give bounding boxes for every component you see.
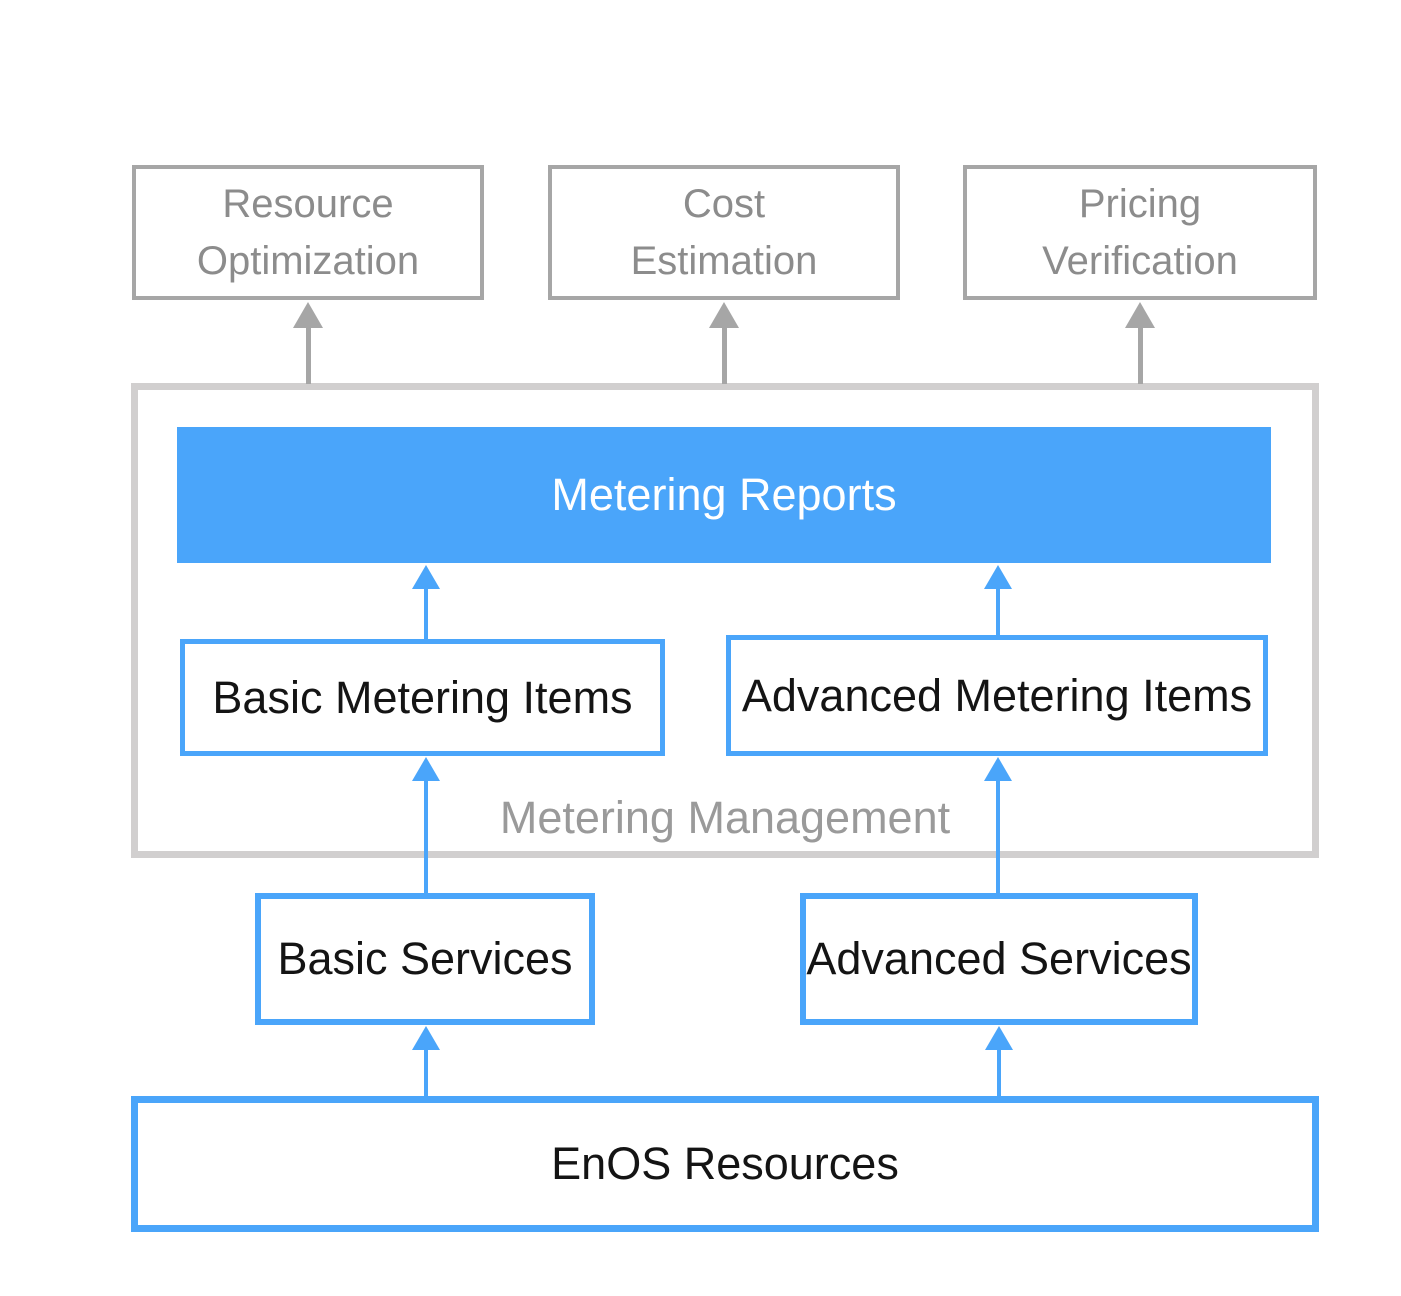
box-cost-estimation-line1: Cost [682, 181, 766, 226]
box-pricing-verification-line1: Pricing [1078, 181, 1202, 226]
box-advanced-services: Advanced Services [800, 893, 1198, 1025]
arrow-stem [996, 589, 1000, 636]
arrow-stem [305, 328, 311, 384]
arrow-advanced-items-to-reports [984, 565, 1012, 636]
arrow-to-cost-estimation [709, 302, 739, 384]
arrow-stem [996, 781, 1000, 893]
arrow-resources-to-advanced-services [985, 1026, 1013, 1096]
arrow-head [709, 302, 739, 328]
arrow-stem [1137, 328, 1143, 384]
metering-management-label: Metering Management [499, 792, 951, 843]
arrow-stem [424, 589, 428, 640]
box-enos-resources: EnOS Resources [131, 1096, 1319, 1232]
arrow-stem [721, 328, 727, 384]
arrow-stem [424, 1050, 428, 1096]
arrow-head [984, 565, 1012, 589]
arrow-head [412, 565, 440, 589]
box-cost-estimation: Cost Estimation [548, 165, 900, 300]
arrow-advanced-services-to-items [984, 757, 1012, 893]
box-resource-optimization-line1: Resource [222, 181, 394, 226]
arrow-basic-items-to-reports [412, 565, 440, 640]
box-cost-estimation-line2: Estimation [630, 238, 818, 283]
box-basic-services: Basic Services [255, 893, 595, 1025]
arrow-head [293, 302, 323, 328]
box-resource-optimization: Resource Optimization [132, 165, 484, 300]
arrow-basic-services-to-items [412, 757, 440, 893]
box-resource-optimization-line2: Optimization [196, 238, 420, 283]
box-basic-metering-items: Basic Metering Items [180, 639, 665, 756]
arrow-head [412, 1026, 440, 1050]
arrow-head [985, 1026, 1013, 1050]
arrow-head [1125, 302, 1155, 328]
box-advanced-metering-items: Advanced Metering Items [726, 635, 1268, 756]
arrow-stem [997, 1050, 1001, 1096]
box-pricing-verification: Pricing Verification [963, 165, 1317, 300]
arrow-stem [424, 781, 428, 893]
arrow-resources-to-basic-services [412, 1026, 440, 1096]
box-pricing-verification-line2: Verification [1042, 238, 1238, 283]
arrow-head [984, 757, 1012, 781]
arrow-to-pricing-verification [1125, 302, 1155, 384]
arrow-to-resource-optimization [293, 302, 323, 384]
arrow-head [412, 757, 440, 781]
box-metering-reports: Metering Reports [177, 427, 1271, 563]
